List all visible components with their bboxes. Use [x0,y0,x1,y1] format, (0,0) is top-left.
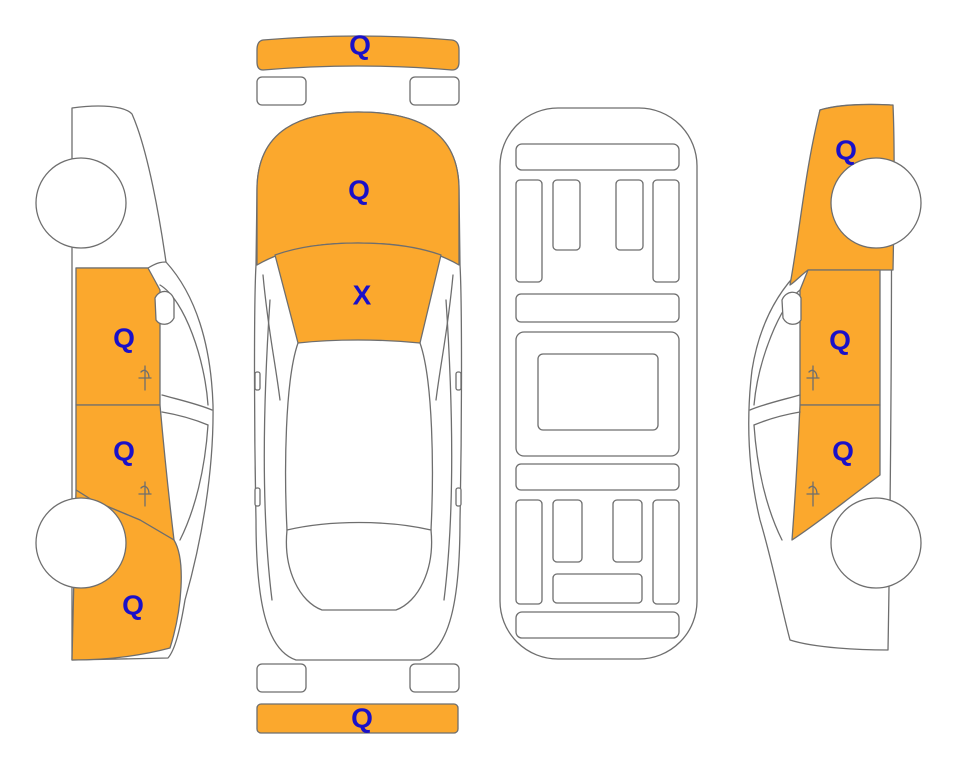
top-door-line-right [443,299,453,601]
right-window-line-2 [753,411,801,426]
front-left-light [256,76,307,106]
top-right-handle [455,487,462,507]
top-view [253,35,463,734]
windshield-label: X [353,280,372,311]
right-front-door-panel[interactable] [791,404,881,541]
left-side-view [35,105,214,661]
left-window-line-2 [161,411,209,426]
top-rear-window [285,529,433,611]
underbody-view [499,107,698,660]
left-rear-handle [138,481,152,507]
underbody-floor-panel [537,353,659,431]
underbody-rear-box-center [552,573,643,604]
left-front-handle [138,365,152,391]
top-side-line-right [435,274,454,401]
underbody-front-box-left [552,179,581,251]
left-rear-window [179,424,209,541]
underbody-mid-front-bar [515,293,680,323]
underbody-mid-rear-bar [515,463,680,491]
rear-right-light [409,663,460,693]
right-rear-wheel [830,157,922,249]
left-front-door-panel[interactable] [75,267,161,406]
left-front-wheel [35,157,127,249]
top-left-mirror [254,371,261,391]
left-rear-wheel [35,497,127,589]
underbody-rear-crossmember [515,611,680,639]
right-front-wheel [830,497,922,589]
underbody-front-box-right [615,179,644,251]
rear-bumper-panel[interactable] [256,703,459,734]
underbody-rear-box-left [552,499,583,563]
top-cabin-line-right [419,342,434,531]
left-mirror [154,290,175,325]
top-right-mirror [455,371,462,391]
top-cabin-line-left [284,342,299,531]
underbody-front-rail-right [652,179,680,283]
front-bumper-panel[interactable] [256,35,460,71]
left-front-door-label: Q [113,323,135,354]
rear-bumper-label: Q [351,703,373,734]
underbody-rear-rail-left [515,499,543,605]
top-side-line-left [262,274,281,401]
right-window-line-1 [749,394,801,411]
rear-left-light [256,663,307,693]
front-bumper-label: Q [349,30,371,61]
right-front-window [753,424,783,541]
right-front-door-label: Q [832,436,854,467]
right-side-view [748,103,922,651]
right-rear-quarter-label: Q [835,135,857,166]
left-rear-door-label: Q [113,436,135,467]
underbody-rear-box-right [612,499,643,563]
top-rear-window-line [286,521,432,531]
right-rear-door-label: Q [829,325,851,356]
top-left-handle [254,487,261,507]
top-door-line-left [263,299,273,601]
left-rear-quarter-label: Q [122,590,144,621]
left-window-line-1 [161,394,213,411]
right-mirror [781,291,802,325]
damage-labels: Q Q X Q Q Q Q Q Q Q [113,30,857,734]
underbody-rear-rail-right [652,499,680,605]
front-right-light [409,76,460,106]
windshield-panel[interactable] [274,242,442,344]
underbody-front-rail-left [515,179,543,283]
right-front-handle [806,481,820,507]
underbody-front-crossmember [515,143,680,171]
hood-label: Q [348,175,370,206]
right-rear-handle [806,365,820,391]
